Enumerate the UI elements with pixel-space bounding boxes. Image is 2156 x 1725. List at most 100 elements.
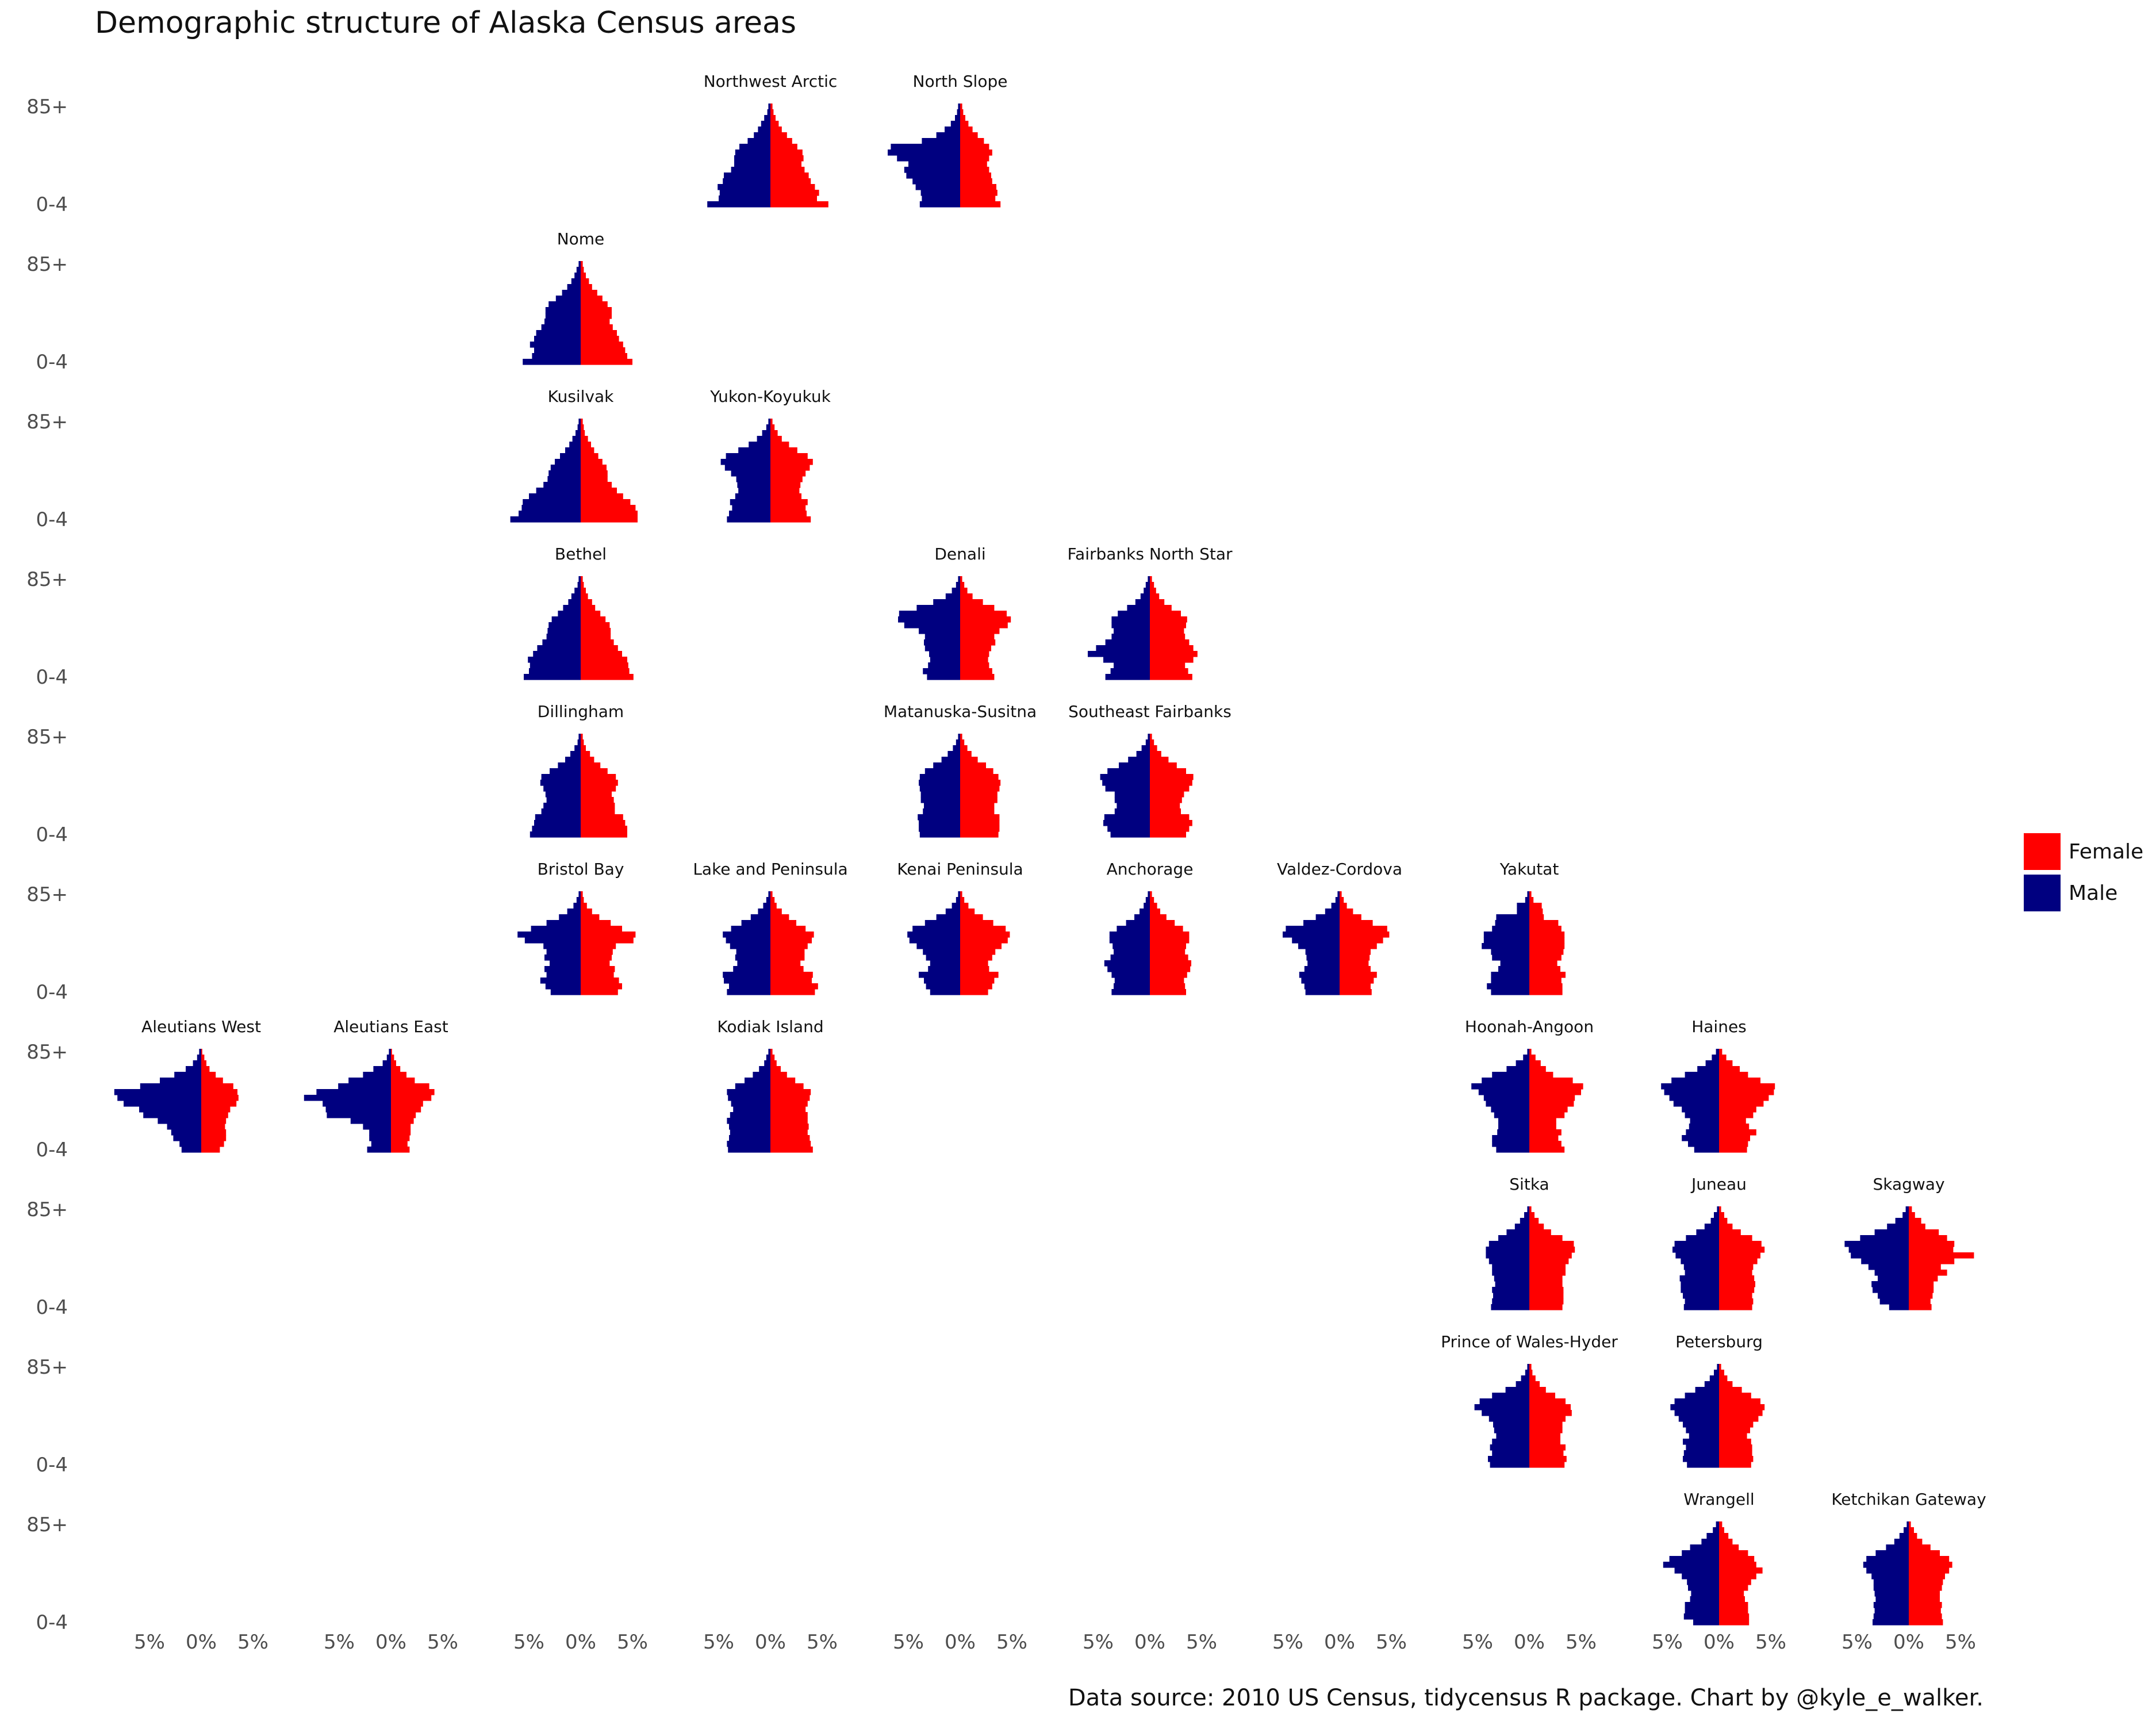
bar-female-valdez-cordova	[1340, 960, 1369, 967]
facet-title-kusilvak: Kusilvak	[548, 387, 615, 406]
bar-male-kenai-peninsula	[945, 908, 960, 915]
bar-female-matanuska-susitna	[960, 757, 978, 763]
bar-male-kusilvak	[529, 493, 581, 500]
bar-female-aleutians-west	[201, 1060, 206, 1067]
bar-male-sitka	[1527, 1206, 1529, 1213]
bar-female-aleutians-west	[201, 1141, 224, 1147]
bar-male-valdez-cordova	[1305, 989, 1340, 995]
bar-male-bethel	[551, 616, 581, 623]
bar-male-southeast-fairbanks	[1119, 762, 1150, 769]
bar-female-kodiak-island	[770, 1101, 808, 1107]
bar-male-aleutians-west	[173, 1135, 201, 1141]
bar-male-bristol-bay	[546, 972, 581, 978]
bar-female-yukon-koyukuk	[770, 488, 800, 494]
bar-male-haines	[1669, 1095, 1719, 1101]
bar-male-kodiak-island	[730, 1112, 770, 1118]
bar-male-yukon-koyukuk	[766, 424, 770, 431]
bar-male-aleutians-east	[373, 1066, 391, 1072]
bar-male-yakutat	[1491, 949, 1529, 955]
bar-male-wrangell	[1706, 1533, 1719, 1539]
bar-male-juneau	[1675, 1252, 1719, 1259]
bar-female-lake-and-peninsula	[770, 949, 805, 955]
bar-female-sitka	[1529, 1206, 1532, 1213]
bar-female-northwest-arctic	[770, 138, 792, 144]
bar-female-kenai-peninsula	[960, 903, 969, 909]
bar-female-anchorage	[1150, 954, 1188, 961]
bar-female-southeast-fairbanks	[1150, 831, 1186, 838]
bar-female-denali	[960, 628, 1000, 634]
x-tick-label: 5%	[807, 1631, 838, 1654]
bar-male-kenai-peninsula	[936, 914, 960, 921]
bar-female-wrangell	[1719, 1567, 1763, 1574]
bar-male-yakutat	[1517, 903, 1529, 909]
bar-male-hoonah-angoon	[1494, 1112, 1529, 1118]
bar-male-hoonah-angoon	[1527, 1049, 1529, 1055]
bar-male-yakutat	[1525, 897, 1529, 903]
bar-female-north-slope	[960, 184, 996, 190]
bar-female-bethel	[581, 582, 584, 588]
bar-female-kusilvak	[581, 476, 608, 482]
bar-female-kodiak-island	[770, 1055, 775, 1061]
bar-male-aleutians-west	[179, 1141, 201, 1147]
bar-male-fairbanks-north-star	[1111, 634, 1150, 640]
bar-female-north-slope	[960, 178, 992, 185]
bar-male-dillingham	[545, 791, 581, 798]
bar-female-lake-and-peninsula	[770, 931, 814, 938]
bar-female-anchorage	[1150, 931, 1190, 938]
bar-female-matanuska-susitna	[960, 797, 998, 803]
bar-female-aleutians-west	[201, 1129, 227, 1136]
bar-male-ketchikan-gateway	[1873, 1602, 1909, 1608]
bar-female-haines	[1719, 1135, 1750, 1141]
bar-female-dillingham	[581, 774, 616, 780]
y-tick-label: 85+	[26, 568, 68, 591]
bar-female-north-slope	[960, 115, 965, 121]
bar-female-prince-of-wales-hyder	[1529, 1427, 1563, 1433]
bar-male-aleutians-east	[348, 1078, 391, 1084]
bar-male-nome	[545, 307, 581, 313]
bar-male-hoonah-angoon	[1506, 1066, 1529, 1072]
bar-female-anchorage	[1150, 908, 1160, 915]
bar-male-lake-and-peninsula	[729, 983, 770, 990]
bar-female-anchorage	[1150, 972, 1187, 978]
bar-male-southeast-fairbanks	[1148, 734, 1150, 740]
bar-female-skagway	[1909, 1293, 1933, 1299]
bar-male-juneau	[1710, 1218, 1719, 1224]
bar-male-dillingham	[577, 739, 581, 746]
bar-male-bethel	[548, 622, 581, 628]
bar-female-juneau	[1719, 1275, 1755, 1282]
bar-female-aleutians-east	[391, 1129, 411, 1136]
bar-female-sitka	[1529, 1241, 1574, 1247]
bar-male-lake-and-peninsula	[733, 966, 770, 972]
bar-male-yakutat	[1500, 960, 1529, 967]
bar-male-fairbanks-north-star	[1096, 645, 1150, 651]
bar-male-north-slope	[908, 161, 960, 167]
bar-male-skagway	[1895, 1218, 1909, 1224]
bar-male-north-slope	[912, 178, 960, 185]
bar-male-haines	[1661, 1083, 1719, 1090]
bar-male-juneau	[1717, 1206, 1719, 1213]
bar-male-lake-and-peninsula	[726, 937, 770, 944]
bar-male-north-slope	[955, 115, 960, 121]
bar-male-valdez-cordova	[1298, 943, 1340, 949]
x-tick-label: 5%	[1462, 1631, 1493, 1654]
bar-male-bristol-bay	[524, 937, 581, 944]
legend-swatch-male	[2024, 875, 2061, 911]
bar-female-dillingham	[581, 734, 583, 740]
bar-male-fairbanks-north-star	[1127, 605, 1150, 611]
bar-male-aleutians-west	[171, 1129, 201, 1136]
bar-female-valdez-cordova	[1340, 972, 1377, 978]
bar-female-wrangell	[1719, 1613, 1750, 1620]
bar-female-fairbanks-north-star	[1150, 611, 1181, 617]
bar-female-skagway	[1909, 1235, 1947, 1241]
y-tick-label: 0-4	[36, 193, 68, 216]
bar-female-yukon-koyukuk	[770, 436, 782, 442]
bar-female-matanuska-susitna	[960, 814, 1000, 821]
bar-male-nome	[555, 296, 581, 302]
bar-male-sitka	[1506, 1229, 1529, 1236]
bar-female-valdez-cordova	[1340, 977, 1374, 984]
bar-female-southeast-fairbanks	[1150, 739, 1154, 746]
bar-male-yukon-koyukuk	[735, 493, 770, 500]
bar-male-skagway	[1848, 1247, 1909, 1253]
bar-male-north-slope	[915, 184, 960, 190]
bar-male-fairbanks-north-star	[1114, 662, 1150, 669]
